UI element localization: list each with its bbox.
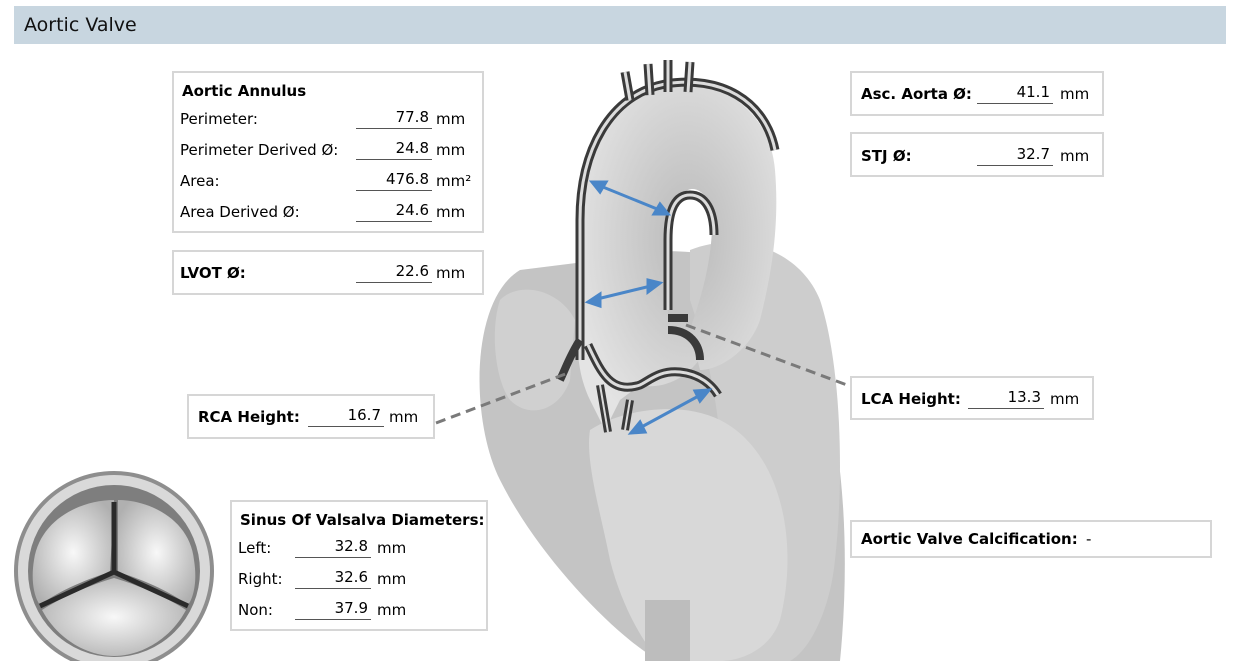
leader-lines [435, 323, 856, 425]
area-label: Area: [180, 172, 220, 190]
rca-height-panel: RCA Height: 16.7 mm [187, 394, 435, 439]
perimeter-value: 77.8 [356, 108, 432, 129]
sinus-non-label: Non: [238, 601, 273, 619]
asc-aorta-panel: Asc. Aorta Ø: 41.1 mm [850, 71, 1104, 116]
stj-unit: mm [1060, 147, 1090, 165]
aortic-annulus-title: Aortic Annulus [182, 82, 307, 100]
perimeter-derived-label: Perimeter Derived Ø: [180, 141, 339, 159]
perimeter-derived-value: 24.8 [356, 139, 432, 160]
lca-leader-line [685, 323, 856, 390]
perimeter-label: Perimeter: [180, 110, 258, 128]
section-title: Aortic Valve [24, 14, 137, 36]
lca-height-unit: mm [1050, 390, 1080, 408]
sinus-non-unit: mm [377, 601, 407, 619]
calcification-value: - [1086, 530, 1092, 548]
area-derived-unit: mm [436, 203, 466, 221]
asc-aorta-unit: mm [1060, 85, 1090, 103]
sinus-right-value: 32.6 [295, 568, 371, 589]
calcification-label: Aortic Valve Calcification: [861, 530, 1078, 548]
section-header: Aortic Valve [14, 6, 1226, 44]
sinus-right-label: Right: [238, 570, 283, 588]
lvot-value: 22.6 [356, 262, 432, 283]
area-unit: mm² [436, 172, 472, 190]
area-derived-label: Area Derived Ø: [180, 203, 300, 221]
measurement-arrows [584, 180, 713, 435]
rca-leader-line [435, 371, 569, 425]
lvot-label: LVOT Ø: [180, 264, 246, 282]
asc-aorta-label: Asc. Aorta Ø: [861, 85, 972, 103]
area-value: 476.8 [356, 170, 432, 191]
lca-height-value: 13.3 [968, 388, 1044, 409]
sinus-title: Sinus Of Valsalva Diameters: [240, 511, 485, 529]
sinus-of-valsalva-panel: Sinus Of Valsalva Diameters: Left: 32.8 … [230, 500, 488, 631]
stj-arrow [592, 283, 656, 302]
rca-height-unit: mm [389, 408, 419, 426]
sinus-left-unit: mm [377, 539, 407, 557]
sinus-left-label: Left: [238, 539, 272, 557]
aortic-valve-icon [14, 471, 214, 661]
sinus-arrow [635, 391, 705, 432]
aortic-annulus-panel: Aortic Annulus Perimeter: 77.8 mm Perime… [172, 71, 484, 233]
stj-label: STJ Ø: [861, 147, 912, 165]
lvot-unit: mm [436, 264, 466, 282]
perimeter-unit: mm [436, 110, 466, 128]
lvot-panel: LVOT Ø: 22.6 mm [172, 250, 484, 295]
sinus-left-value: 32.8 [295, 537, 371, 558]
asc-aorta-value: 41.1 [977, 83, 1053, 104]
stj-value: 32.7 [977, 145, 1053, 166]
aorta [556, 60, 780, 433]
area-derived-value: 24.6 [356, 201, 432, 222]
sinus-right-unit: mm [377, 570, 407, 588]
lca-height-label: LCA Height: [861, 390, 961, 408]
rca-height-value: 16.7 [308, 406, 384, 427]
lca-height-panel: LCA Height: 13.3 mm [850, 376, 1094, 420]
rca-height-label: RCA Height: [198, 408, 300, 426]
sinus-non-value: 37.9 [295, 599, 371, 620]
calcification-panel: Aortic Valve Calcification: - [850, 520, 1212, 558]
stj-panel: STJ Ø: 32.7 mm [850, 132, 1104, 177]
perimeter-derived-unit: mm [436, 141, 466, 159]
asc-aorta-arrow [597, 183, 663, 213]
